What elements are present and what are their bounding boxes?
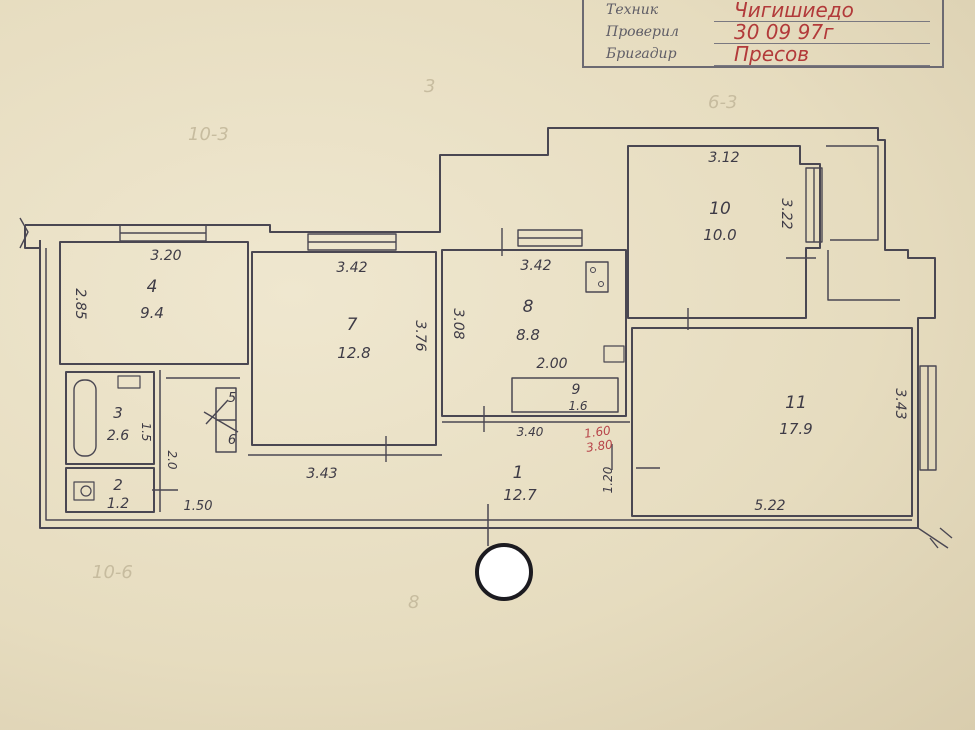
stamp-label-technician: Техник bbox=[606, 2, 659, 18]
room-11-walls bbox=[631, 327, 913, 517]
dim-corridor-side: 2.0 bbox=[165, 450, 179, 469]
ghost-mark-1: 10-6 bbox=[92, 562, 133, 583]
room-8-number: 8 bbox=[523, 297, 534, 317]
stamp-value-checked: 30 09 97г bbox=[734, 20, 834, 44]
dim-corridor-mid: 3.40 bbox=[517, 425, 544, 439]
room-7-area: 12.8 bbox=[337, 344, 370, 362]
dim-r10-top: 3.12 bbox=[708, 150, 739, 166]
dim-r4-side: 2.85 bbox=[72, 288, 88, 319]
entrance-marker bbox=[475, 543, 533, 601]
room-10-area: 10.0 bbox=[703, 226, 736, 244]
stove bbox=[585, 261, 609, 293]
room-9-number: 9 bbox=[572, 382, 581, 398]
dim-r11-bottom: 5.22 bbox=[754, 498, 785, 514]
dim-r1-side: 1.20 bbox=[601, 466, 615, 493]
room-8-area: 8.8 bbox=[516, 326, 540, 344]
dim-r7-side: 3.76 bbox=[412, 320, 428, 351]
ghost-mark-3: 3 bbox=[424, 76, 435, 97]
ghost-marks: 10-6 8 3 10-3 6-3 bbox=[92, 76, 737, 613]
stamp-label-brigadier: Бригадир bbox=[606, 46, 677, 62]
dim-r7-top: 3.42 bbox=[336, 260, 367, 276]
room-4-area: 9.4 bbox=[140, 304, 164, 322]
dim-r7-bottom: 3.43 bbox=[306, 466, 337, 482]
room-11-area: 17.9 bbox=[779, 420, 812, 438]
red-annotations: 1.60 3.80 bbox=[583, 423, 614, 455]
ghost-mark-5: 6-3 bbox=[708, 92, 737, 113]
stamp-row-checked: Проверил 30 09 97г bbox=[584, 20, 942, 46]
dim-r1-bottom: 1.50 bbox=[184, 499, 213, 514]
dimension-labels: 3.20 2.85 3.42 3.76 3.43 3.42 3.08 2.00 … bbox=[72, 150, 908, 514]
room-5-number: 5 bbox=[228, 391, 236, 406]
stamp-value-brigadier: Пресов bbox=[734, 42, 810, 66]
red-note-1: 1.60 bbox=[583, 423, 612, 441]
approval-stamp: Техник Чигишиедо Проверил 30 09 97г Бриг… bbox=[582, 0, 944, 68]
room-4-walls bbox=[59, 241, 249, 365]
stamp-row-technician: Техник Чигишиедо bbox=[584, 0, 942, 24]
dim-r8-bottom: 2.00 bbox=[536, 356, 567, 372]
room-9-walls bbox=[511, 377, 619, 413]
red-note-2: 3.80 bbox=[585, 437, 614, 455]
stamp-label-checked: Проверил bbox=[606, 24, 679, 40]
room-7-walls bbox=[251, 251, 437, 446]
room-7-number: 7 bbox=[347, 315, 358, 335]
room-3-area: 2.6 bbox=[107, 428, 129, 444]
room-11-number: 11 bbox=[785, 393, 807, 413]
dim-r11-side: 3.43 bbox=[892, 388, 908, 419]
room-6-number: 6 bbox=[228, 433, 236, 448]
windows bbox=[119, 167, 937, 471]
dim-r10-side: 3.22 bbox=[778, 198, 794, 229]
room-9-area: 1.6 bbox=[568, 399, 587, 413]
room-1-number: 1 bbox=[513, 463, 524, 483]
bathtub bbox=[73, 379, 97, 457]
room-labels: 4 9.4 7 12.8 8 8.8 9 1.6 10 10.0 11 17.9… bbox=[107, 199, 813, 512]
room-8-walls bbox=[441, 249, 627, 417]
exterior-wall bbox=[25, 127, 936, 529]
ghost-mark-2: 8 bbox=[408, 592, 419, 613]
ghost-mark-4: 10-3 bbox=[188, 124, 229, 145]
dim-r3-side: 1.5 bbox=[139, 422, 153, 441]
room-10-number: 10 bbox=[709, 199, 731, 219]
room-3-number: 3 bbox=[113, 404, 123, 422]
room-3-walls bbox=[65, 371, 155, 465]
dim-r4-top: 3.20 bbox=[150, 248, 181, 264]
stamp-value-technician: Чигишиедо bbox=[734, 0, 854, 22]
stamp-row-brigadier: Бригадир Пресов bbox=[584, 42, 942, 68]
room-2-number: 2 bbox=[113, 476, 123, 494]
room-2-area: 1.2 bbox=[107, 496, 129, 512]
dim-r8-side: 3.08 bbox=[450, 308, 466, 339]
room-4-number: 4 bbox=[147, 277, 158, 297]
room-1-area: 12.7 bbox=[503, 486, 537, 504]
dim-r8-top: 3.42 bbox=[520, 258, 551, 274]
